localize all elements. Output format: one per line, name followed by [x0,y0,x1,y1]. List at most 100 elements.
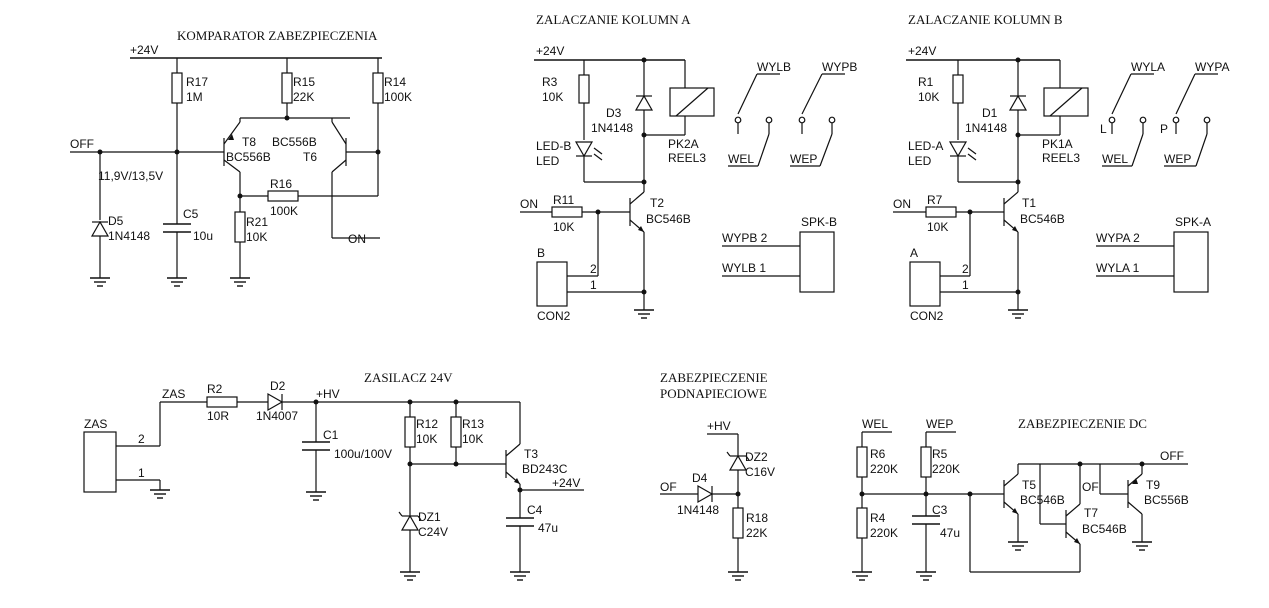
svg-text:22K: 22K [746,526,767,540]
svg-text:WEL: WEL [1102,152,1128,166]
svg-text:R17: R17 [186,75,208,89]
svg-text:220K: 220K [870,462,898,476]
svg-text:SPK-A: SPK-A [1175,215,1211,229]
resistor-r15: R15 22K [281,58,315,118]
svg-text:R15: R15 [293,75,315,89]
svg-text:BC556B: BC556B [272,135,317,149]
svg-text:BC556B: BC556B [1144,493,1189,507]
columns-b-section: ZALACZANIE KOLUMN B +24V R1 10K LED-A LE… [893,12,1229,323]
capacitor-c5: C5 10u [163,152,213,287]
svg-text:T7: T7 [1084,506,1098,520]
svg-text:10K: 10K [246,230,267,244]
svg-text:1N4148: 1N4148 [591,121,633,135]
svg-text:WYLB: WYLB [757,60,791,74]
svg-text:ON: ON [893,197,911,211]
svg-text:C1: C1 [323,428,339,442]
svg-text:P: P [1160,122,1168,136]
diode-d5: D5 1N4148 [89,152,150,287]
svg-text:R11: R11 [553,193,574,207]
svg-text:PK2A: PK2A [668,137,699,151]
svg-text:R7: R7 [927,193,943,207]
undervoltage-title-2: PODNAPIECIOWE [660,386,767,401]
svg-text:WEP: WEP [926,417,953,431]
svg-text:WEL: WEL [862,417,888,431]
svg-text:BC546B: BC546B [1020,493,1065,507]
svg-text:WEP: WEP [790,152,817,166]
svg-text:1M: 1M [186,90,203,104]
svg-text:+HV: +HV [316,387,340,401]
svg-text:OFF: OFF [1160,449,1184,463]
svg-text:WEL: WEL [728,152,754,166]
svg-text:47u: 47u [538,521,558,535]
svg-text:DZ2: DZ2 [745,450,768,464]
svg-text:R4: R4 [870,511,886,525]
svg-text:R13: R13 [462,417,484,431]
svg-text:R14: R14 [384,75,406,89]
transistor-t8: T8 BC556B [223,118,271,212]
svg-text:WYPA 2: WYPA 2 [1096,231,1140,245]
svg-text:1N4148: 1N4148 [108,229,150,243]
svg-text:WEP: WEP [1164,152,1191,166]
svg-text:T1: T1 [1022,196,1036,210]
svg-text:T9: T9 [1146,478,1160,492]
svg-text:LED-A: LED-A [908,139,943,153]
svg-text:LED: LED [908,154,932,168]
svg-text:+24V: +24V [536,44,564,58]
svg-text:R21: R21 [246,215,268,229]
svg-text:10K: 10K [542,90,563,104]
svg-text:WYLB 1: WYLB 1 [722,261,766,275]
svg-text:BC546B: BC546B [1020,212,1065,226]
svg-text:L: L [1100,122,1107,136]
svg-text:T2: T2 [650,196,664,210]
svg-text:BC546B: BC546B [646,212,691,226]
svg-text:WYPB: WYPB [822,60,857,74]
svg-text:10K: 10K [553,220,574,234]
resistor-r17: R17 1M [171,58,208,152]
columns-a-section: ZALACZANIE KOLUMN A +24V R3 10K LED-B LE… [520,12,857,323]
power-supply-section: ZASILACZ 24V ZAS 2 ZAS 1 R2 10R D2 1N400… [83,370,584,581]
svg-text:+24V: +24V [908,44,936,58]
svg-text:47u: 47u [940,526,960,540]
svg-text:10K: 10K [927,220,948,234]
svg-text:BC556B: BC556B [226,150,271,164]
comp-threshold-label: 11,9V/13,5V [98,169,163,183]
svg-text:OF: OF [1082,480,1099,494]
svg-text:CON2: CON2 [537,309,571,323]
svg-text:R12: R12 [416,417,438,431]
comparator-title: KOMPARATOR ZABEZPIECZENIA [177,28,378,43]
svg-text:1: 1 [138,466,145,480]
svg-text:ZAS: ZAS [162,387,185,401]
svg-text:100K: 100K [270,204,298,218]
svg-text:T5: T5 [1022,478,1036,492]
svg-text:REEL3: REEL3 [668,151,706,165]
comp-off-label: OFF [70,137,94,151]
columns-b-title: ZALACZANIE KOLUMN B [908,12,1063,27]
svg-text:R1: R1 [918,75,934,89]
power-supply-title: ZASILACZ 24V [364,370,453,385]
svg-text:R6: R6 [870,447,886,461]
svg-text:LED-B: LED-B [536,139,571,153]
svg-text:ON: ON [520,197,538,211]
svg-text:T3: T3 [524,447,538,461]
svg-text:D2: D2 [270,379,286,393]
svg-text:10K: 10K [462,432,483,446]
svg-text:R2: R2 [207,382,223,396]
undervoltage-section: ZABEZPIECZENIE PODNAPIECIOWE +HV DZ2 C16… [660,370,775,581]
svg-text:220K: 220K [870,526,898,540]
svg-text:T6: T6 [303,150,317,164]
svg-text:10K: 10K [918,90,939,104]
svg-text:ZAS: ZAS [84,417,107,431]
svg-text:R3: R3 [542,75,558,89]
svg-text:1N4007: 1N4007 [256,409,298,423]
svg-text:DZ1: DZ1 [418,510,441,524]
svg-text:+24V: +24V [552,476,580,490]
svg-text:10K: 10K [416,432,437,446]
svg-text:BD243C: BD243C [522,462,568,476]
svg-text:REEL3: REEL3 [1042,151,1080,165]
svg-text:R18: R18 [746,511,768,525]
svg-text:D5: D5 [108,214,124,228]
svg-text:+HV: +HV [707,419,731,433]
svg-text:1N4148: 1N4148 [965,121,1007,135]
svg-text:WYPB 2: WYPB 2 [722,231,768,245]
